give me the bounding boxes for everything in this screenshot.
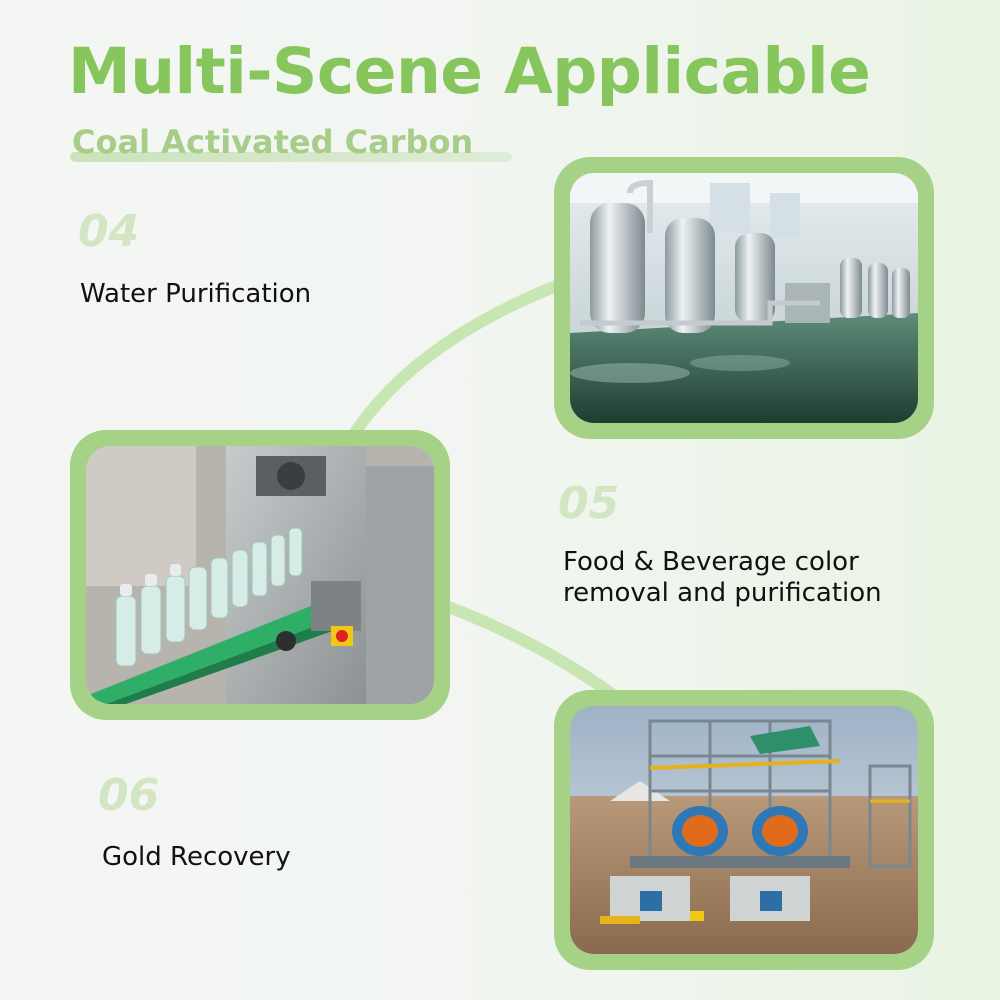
subtitle-underline [70, 152, 512, 162]
bottling-line-photo [86, 446, 434, 704]
scene-number-05: 05 [558, 478, 620, 529]
bottling-line-photo-frame [70, 430, 450, 720]
scene-number-04: 04 [78, 206, 140, 257]
scene-number-06: 06 [98, 770, 160, 821]
scene-label-food-line2: removal and purification [563, 578, 882, 608]
page-subtitle: Coal Activated Carbon [72, 123, 474, 161]
gold-plant-photo-frame [554, 690, 934, 970]
scene-label-food-line1: Food & Beverage color [563, 547, 859, 577]
page-title: Multi-Scene Applicable [68, 35, 871, 108]
water-treatment-plant-photo [570, 173, 918, 423]
scene-label-gold-recovery: Gold Recovery [102, 842, 291, 872]
scene-label-water-purification: Water Purification [80, 279, 312, 309]
gold-mining-plant-photo [570, 706, 918, 954]
water-treatment-photo-frame [554, 157, 934, 439]
